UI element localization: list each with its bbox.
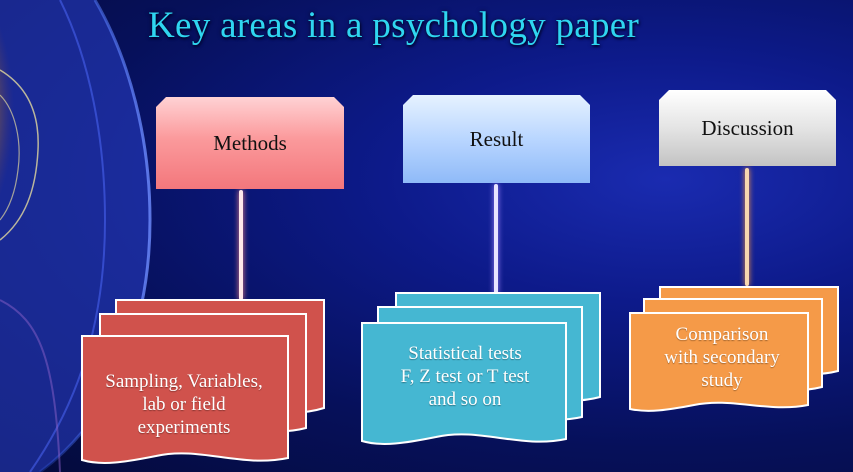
- methods-detail-line: experiments: [137, 417, 231, 438]
- slide-title: Key areas in a psychology paper: [148, 5, 640, 46]
- discussion-detail-line: study: [701, 370, 743, 391]
- discussion-detail-line: with secondary: [664, 347, 780, 368]
- methods-note-stack: Sampling, Variables, lab or field experi…: [80, 299, 330, 472]
- methods-detail: Sampling, Variables, lab or field experi…: [86, 370, 282, 439]
- result-detail-line: and so on: [428, 389, 502, 410]
- result-note-stack: Statistical tests F, Z test or T test an…: [360, 292, 605, 453]
- discussion-detail-line: Comparison: [675, 324, 769, 345]
- discussion-detail: Comparison with secondary study: [638, 323, 806, 392]
- discussion-heading-box: Discussion: [659, 90, 836, 166]
- discussion-note-stack: Comparison with secondary study: [628, 286, 843, 417]
- result-detail: Statistical tests F, Z test or T test an…: [366, 342, 564, 411]
- methods-stack-shapes: [81, 299, 325, 464]
- discussion-heading: Discussion: [701, 115, 794, 140]
- discussion-connector: [745, 168, 749, 286]
- result-heading: Result: [469, 126, 524, 151]
- result-detail-line: F, Z test or T test: [400, 366, 530, 387]
- methods-detail-line: Sampling, Variables,: [105, 371, 263, 392]
- methods-heading-box: Methods: [156, 97, 344, 189]
- discussion-stack-shapes: [629, 286, 839, 412]
- methods-heading: Methods: [213, 130, 287, 155]
- result-connector: [494, 184, 498, 294]
- methods-detail-line: lab or field: [142, 394, 226, 415]
- result-heading-box: Result: [403, 95, 590, 183]
- result-detail-line: Statistical tests: [408, 343, 522, 364]
- result-stack-shapes: [361, 292, 601, 445]
- methods-connector: [239, 190, 243, 300]
